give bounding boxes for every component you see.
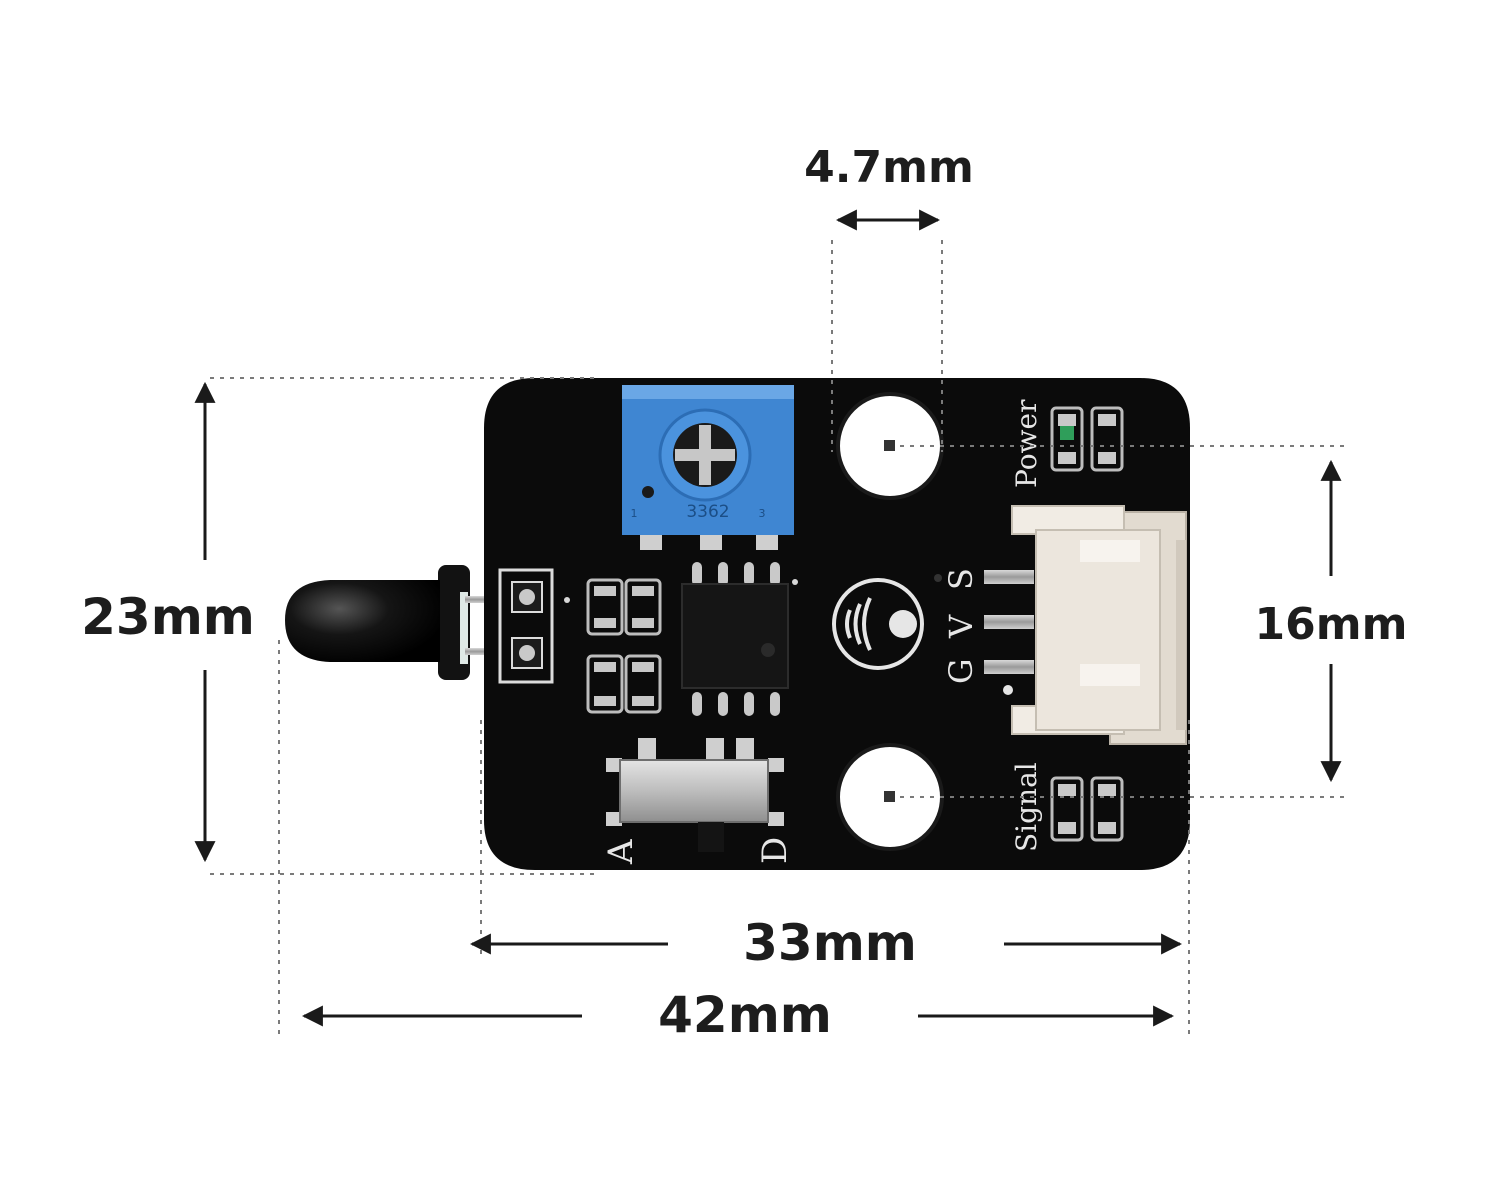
mode-switch[interactable]: A D (601, 738, 795, 865)
pin-label-v: V (942, 614, 980, 639)
power-led: Power (1010, 399, 1124, 488)
pot-model-label: 3362 (686, 502, 729, 522)
pin-label-s: S (942, 568, 980, 590)
label-total-length: 42mm (658, 986, 832, 1044)
signal-led: Signal (1010, 762, 1124, 852)
signal-label: Signal (1010, 762, 1043, 852)
label-hole-diameter: 4.7mm (804, 142, 974, 193)
led-bulb (285, 580, 440, 662)
jst-connector[interactable] (1011, 505, 1187, 745)
hole-center-top (884, 440, 895, 451)
potentiometer[interactable]: 3362 1 3 (622, 385, 794, 550)
connector-pin-g (984, 660, 1034, 674)
led-footprint (498, 568, 554, 684)
comparator-ic (681, 562, 798, 716)
flame-logo-icon (832, 578, 924, 670)
pot-pin3-label: 3 (759, 507, 766, 520)
switch-label-d: D (755, 837, 795, 864)
switch-body (619, 759, 769, 823)
switch-knob[interactable] (698, 822, 724, 852)
dimension-guides (210, 240, 1350, 1036)
hole-center-bottom (884, 791, 895, 802)
connector-pin-v (984, 615, 1034, 629)
smd-components (586, 578, 662, 714)
pcb-board: 3362 1 3 A D S V G (484, 378, 1190, 870)
label-board-height: 23mm (81, 588, 255, 646)
label-board-width: 33mm (743, 914, 917, 972)
pin-label-g: G (942, 658, 980, 684)
led-base-ring (460, 592, 468, 664)
pot-pin1-label: 1 (631, 507, 638, 520)
switch-label-a: A (601, 839, 641, 865)
connector-pin-s (984, 570, 1034, 584)
power-label: Power (1010, 399, 1043, 488)
label-hole-spacing: 16mm (1255, 599, 1408, 650)
dimension-arrows (194, 209, 1342, 1027)
